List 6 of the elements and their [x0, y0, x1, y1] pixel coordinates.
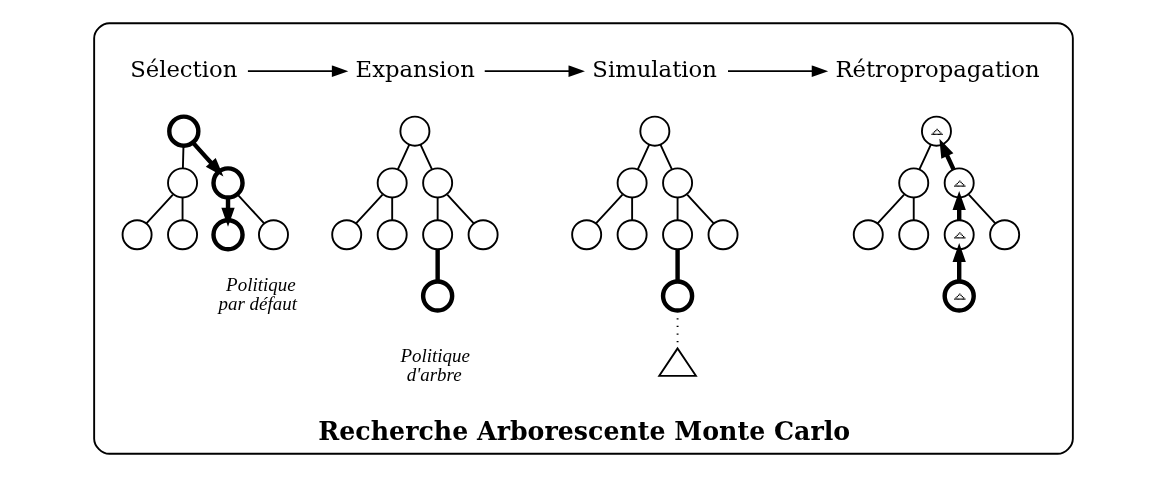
node-text: Sélection — [130, 55, 238, 82]
label: Politique d'arbre — [400, 344, 470, 385]
node-text: Simulation — [592, 55, 717, 82]
node-text: Expansion — [355, 55, 475, 82]
node-text: Rétropropagation — [835, 55, 1040, 82]
label: Politique par défaut — [218, 273, 297, 314]
